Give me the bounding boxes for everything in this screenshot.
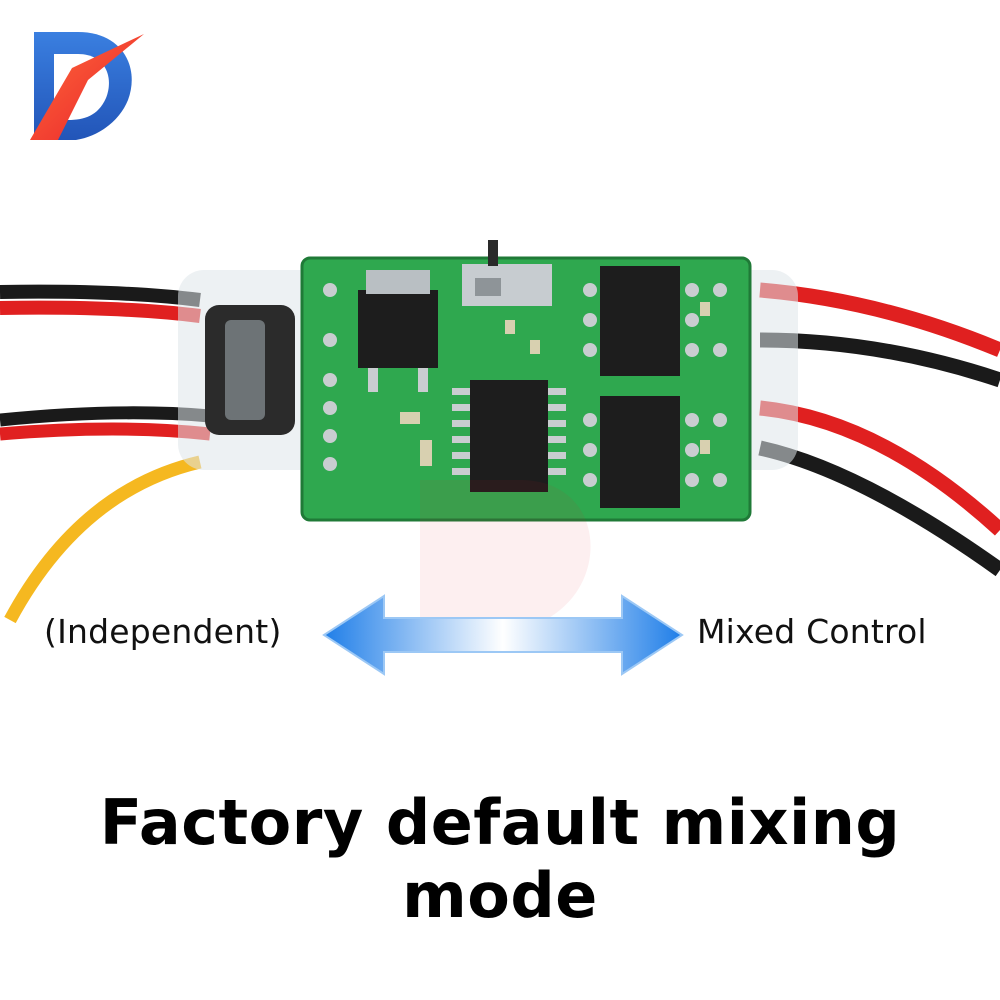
esc-board-photo <box>0 240 1000 640</box>
logo-icon <box>30 32 144 140</box>
mixed-control-label: Mixed Control <box>697 612 927 651</box>
double-arrow-icon <box>322 594 684 676</box>
independent-label: (Independent) <box>44 612 282 651</box>
caption-title: Factory default mixing mode <box>99 786 901 932</box>
